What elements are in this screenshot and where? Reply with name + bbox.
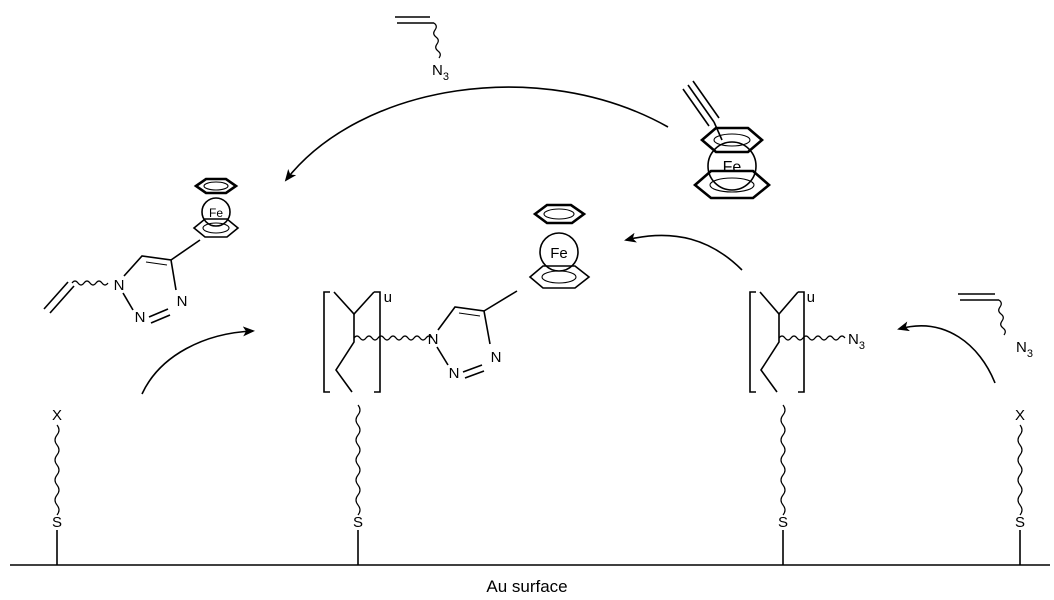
triazole-n1: N bbox=[428, 331, 439, 348]
azide-group-top: N3 bbox=[432, 62, 449, 83]
sulfur-atom-1: S bbox=[52, 514, 62, 531]
sulfur-atom-2: S bbox=[353, 514, 363, 531]
triazole-n2: N bbox=[449, 365, 460, 382]
repeat-subscript-n-1: n bbox=[384, 290, 392, 307]
iron-atom-reagent: Fe bbox=[723, 159, 742, 176]
repeat-subscript-n-2: n bbox=[807, 290, 815, 307]
arrow-polymerization-left bbox=[141, 326, 255, 395]
reagent-ethynylferrocene: Fe bbox=[682, 80, 772, 200]
sulfur-atom-4: S bbox=[1015, 514, 1025, 531]
endgroup-x-4: X bbox=[1015, 407, 1025, 424]
arrow-top-click-to-product bbox=[284, 86, 669, 182]
thiol-monolayer-left: S X bbox=[52, 407, 62, 565]
thiol-monolayer-right: S X bbox=[1015, 407, 1025, 565]
product-ferrocenyl-triazole: N N N Fe bbox=[43, 177, 240, 326]
surface-label: Au surface bbox=[486, 577, 567, 596]
polymer-brush-ferrocene: S n N N N bbox=[323, 290, 518, 565]
iron-atom-center: Fe bbox=[550, 245, 568, 262]
triazole-n3: N bbox=[491, 349, 502, 366]
azide-group-brush: N3 bbox=[848, 331, 865, 352]
azide-group-right: N3 bbox=[1016, 339, 1033, 360]
arrow-click-on-surface bbox=[624, 232, 743, 271]
reagent-alkenyl-azide-top: N3 bbox=[395, 16, 449, 83]
reagent-alkenyl-azide-right: N3 bbox=[958, 293, 1033, 360]
product-triazole-n2: N bbox=[135, 309, 146, 326]
ferrocene-center: Fe bbox=[528, 203, 591, 289]
endgroup-x-1: X bbox=[52, 407, 62, 424]
arrow-polymerization-right bbox=[897, 321, 996, 384]
product-triazole-n3: N bbox=[177, 293, 188, 310]
iron-atom-product: Fe bbox=[209, 206, 223, 220]
product-triazole-n1: N bbox=[114, 277, 125, 294]
sulfur-atom-3: S bbox=[778, 514, 788, 531]
polymer-brush-azide: S n N3 bbox=[749, 290, 865, 565]
